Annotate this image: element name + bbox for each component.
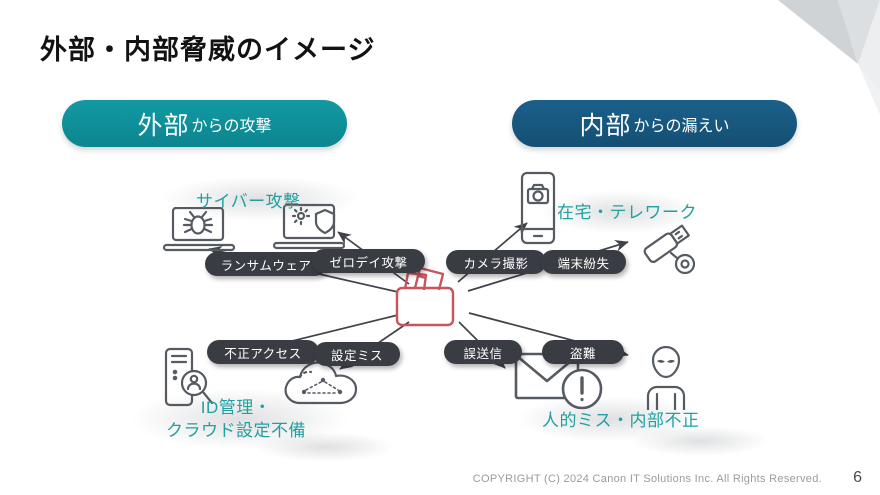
laptop-bug-icon: [163, 207, 235, 253]
external-header-emphasis: 外部: [137, 111, 190, 140]
red-folder-icon: [393, 263, 457, 329]
copyright-text: COPYRIGHT (C) 2024 Canon IT Solutions In…: [472, 473, 822, 485]
page-title: 外部・内部脅威のイメージ: [40, 35, 376, 65]
internal-header-emphasis: 内部: [579, 111, 632, 140]
usb-drive-icon: [633, 216, 705, 278]
page-number: 6: [853, 469, 862, 486]
external-header-rest: からの攻撃: [191, 117, 272, 135]
internal-leak-header: 内部からの漏えい: [512, 100, 797, 147]
category-human-error: 人的ミス・内部不正: [542, 411, 700, 430]
laptop-shield-icon: [272, 203, 346, 251]
category-id-cloud-misconfig: ID管理・ クラウド設定不備: [166, 398, 306, 440]
server-search-icon: [164, 347, 218, 409]
corner-polygon-decoration: [778, 0, 880, 115]
badge-misconfiguration: 設定ミス: [314, 342, 400, 366]
badge-missend: 誤送信: [444, 340, 522, 364]
envelope-alert-icon: [514, 346, 606, 412]
external-attack-header: 外部からの攻撃: [62, 100, 347, 147]
badge-device-loss: 端末紛失: [541, 250, 626, 274]
badge-ransomware: ランサムウェア: [205, 252, 327, 276]
badge-camera-capture: カメラ撮影: [446, 250, 546, 274]
badge-unauthorized-access: 不正アクセス: [207, 340, 319, 364]
badge-zeroday-attack: ゼロデイ攻撃: [312, 249, 425, 273]
category-cyber-attack: サイバー攻撃: [196, 192, 301, 211]
smartphone-camera-icon: [520, 171, 556, 245]
badge-theft: 盗難: [542, 340, 624, 364]
internal-header-rest: からの漏えい: [633, 117, 730, 135]
category-telework: 在宅・テレワーク: [557, 203, 697, 222]
spy-person-icon: [636, 346, 696, 410]
